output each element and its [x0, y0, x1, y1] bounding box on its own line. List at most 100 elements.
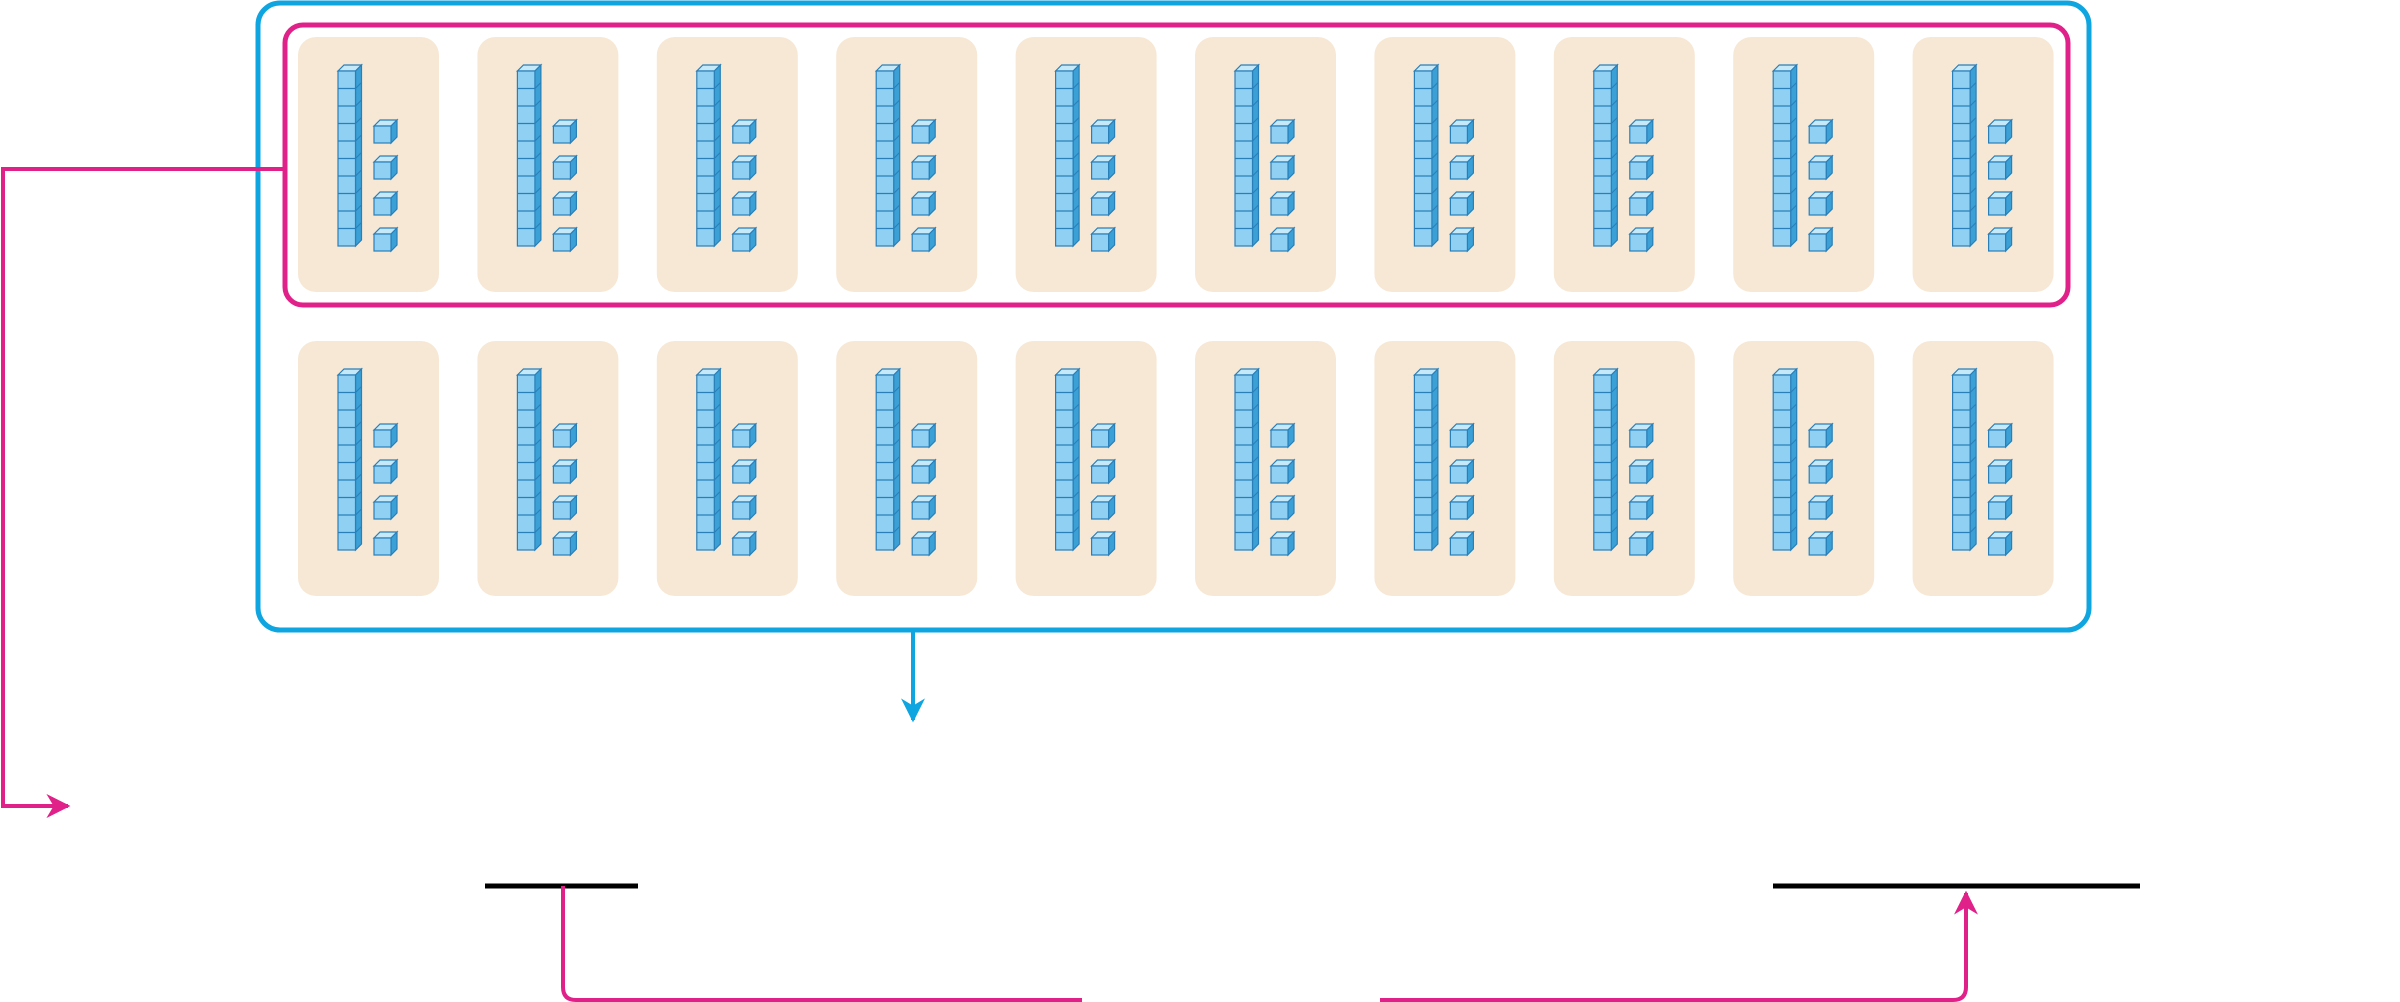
base-ten-rod-icon: [1054, 63, 1081, 248]
base-ten-unit-cube-icon: [1628, 530, 1655, 557]
base-ten-unit-cube-icon: [731, 458, 758, 485]
block-card: [1733, 37, 1875, 292]
base-ten-rod-icon: [874, 367, 902, 552]
row-to-left-connector: [1, 167, 285, 818]
block-card: [477, 341, 619, 596]
base-ten-unit-cube-icon: [910, 422, 937, 449]
block-card: [836, 341, 978, 596]
base-ten-rod-icon: [1951, 63, 1978, 248]
base-ten-unit-cube-icon: [1987, 458, 2014, 485]
base-ten-unit-cube-icon: [731, 530, 758, 557]
base-ten-unit-cube-icon: [731, 118, 758, 145]
block-card: [1195, 37, 1336, 292]
base-ten-unit-cube-icon: [551, 154, 578, 181]
base-ten-unit-cube-icon: [1807, 190, 1834, 217]
block-card: [1912, 37, 2054, 292]
base-ten-rod-icon: [1592, 367, 1619, 552]
base-ten-unit-cube-icon: [372, 118, 399, 145]
base-ten-unit-cube-icon: [1448, 190, 1475, 217]
base-ten-rod-icon: [336, 367, 363, 552]
base-ten-unit-cube-icon: [1090, 190, 1117, 217]
block-card: [656, 37, 798, 292]
base-ten-unit-cube-icon: [551, 530, 578, 557]
base-ten-unit-cube-icon: [1807, 226, 1834, 253]
base-ten-unit-cube-icon: [1807, 494, 1834, 521]
base-ten-unit-cube-icon: [1448, 494, 1475, 521]
block-card: [298, 341, 439, 596]
base-ten-rod-icon: [515, 367, 543, 552]
block-card: [298, 37, 439, 292]
base-ten-rod-icon: [1054, 367, 1081, 552]
base-ten-unit-cube-icon: [731, 190, 758, 217]
base-ten-rod-icon: [874, 63, 902, 248]
base-ten-unit-cube-icon: [910, 118, 937, 145]
base-ten-unit-cube-icon: [1987, 154, 2014, 181]
base-ten-unit-cube-icon: [910, 190, 937, 217]
base-ten-unit-cube-icon: [551, 458, 578, 485]
base-ten-unit-cube-icon: [1628, 190, 1655, 217]
base-ten-unit-cube-icon: [910, 458, 937, 485]
base-ten-unit-cube-icon: [910, 494, 937, 521]
base-ten-unit-cube-icon: [1269, 458, 1296, 485]
base-ten-rod-icon: [1771, 367, 1799, 552]
base-ten-unit-cube-icon: [910, 154, 937, 181]
base-ten-unit-cube-icon: [1448, 530, 1475, 557]
base-ten-unit-cube-icon: [1628, 118, 1655, 145]
base-ten-unit-cube-icon: [1090, 458, 1117, 485]
base-ten-unit-cube-icon: [1807, 422, 1834, 449]
base-ten-unit-cube-icon: [1090, 530, 1117, 557]
base-ten-unit-cube-icon: [1448, 226, 1475, 253]
base-ten-rod-icon: [515, 63, 543, 248]
base-ten-unit-cube-icon: [1269, 494, 1296, 521]
block-card: [1553, 37, 1695, 292]
base-ten-unit-cube-icon: [551, 118, 578, 145]
base-ten-unit-cube-icon: [1807, 118, 1834, 145]
base-ten-unit-cube-icon: [372, 530, 399, 557]
base-ten-rod-icon: [1412, 63, 1440, 248]
base-ten-unit-cube-icon: [1269, 154, 1296, 181]
block-card: [836, 37, 978, 292]
base-ten-unit-cube-icon: [372, 154, 399, 181]
base-ten-unit-cube-icon: [1987, 530, 2014, 557]
base-ten-unit-cube-icon: [1628, 494, 1655, 521]
base-ten-unit-cube-icon: [731, 422, 758, 449]
base-ten-unit-cube-icon: [1090, 422, 1117, 449]
block-card: [1374, 37, 1516, 292]
block-card: [1374, 341, 1516, 596]
block-card: [477, 37, 619, 292]
base-ten-unit-cube-icon: [1269, 530, 1296, 557]
cards-layer: [298, 37, 2054, 596]
base-ten-unit-cube-icon: [1987, 118, 2014, 145]
base-ten-unit-cube-icon: [1269, 226, 1296, 253]
base-ten-unit-cube-icon: [1628, 154, 1655, 181]
row-highlight-frame: [282, 22, 2071, 308]
base-ten-unit-cube-icon: [372, 190, 399, 217]
base-ten-unit-cube-icon: [372, 494, 399, 521]
base-ten-unit-cube-icon: [731, 494, 758, 521]
base-ten-unit-cube-icon: [1269, 118, 1296, 145]
base-ten-unit-cube-icon: [1090, 494, 1117, 521]
base-ten-unit-cube-icon: [1987, 422, 2014, 449]
block-card: [1195, 341, 1336, 596]
base-ten-unit-cube-icon: [910, 226, 937, 253]
base-ten-unit-cube-icon: [372, 458, 399, 485]
base-ten-rod-icon: [1951, 367, 1978, 552]
base-ten-unit-cube-icon: [910, 530, 937, 557]
base-ten-unit-cube-icon: [1807, 530, 1834, 557]
base-ten-rod-icon: [1771, 63, 1799, 248]
base-ten-unit-cube-icon: [1987, 226, 2014, 253]
base-ten-unit-cube-icon: [551, 494, 578, 521]
base-ten-rod-icon: [695, 63, 722, 248]
base-ten-unit-cube-icon: [1448, 154, 1475, 181]
base-ten-unit-cube-icon: [551, 422, 578, 449]
base-ten-rod-icon: [695, 367, 722, 552]
block-card: [1015, 37, 1157, 292]
base-ten-unit-cube-icon: [1987, 494, 2014, 521]
base-ten-unit-cube-icon: [1987, 190, 2014, 217]
block-card: [656, 341, 798, 596]
base-ten-unit-cube-icon: [1090, 226, 1117, 253]
block-card: [1912, 341, 2054, 596]
base-ten-unit-cube-icon: [1448, 422, 1475, 449]
base-ten-unit-cube-icon: [372, 422, 399, 449]
